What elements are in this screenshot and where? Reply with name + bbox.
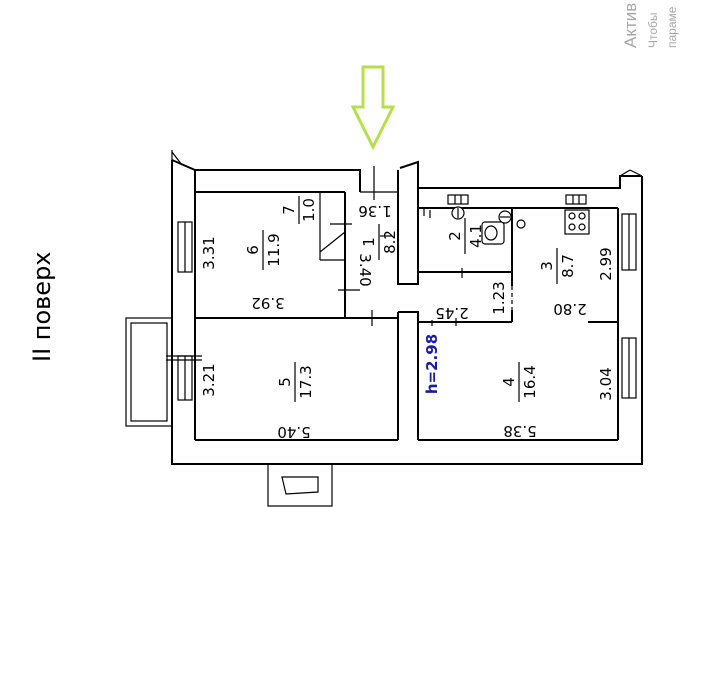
sink-icon	[498, 210, 512, 224]
outside-unit	[267, 463, 333, 507]
room-number: 6	[244, 245, 262, 255]
room-labels: 1 8.2 2 4.1 3 8.7 4 16.4 5 17.3 6 11.9	[244, 196, 577, 402]
dimension-label: 3.40	[356, 253, 374, 286]
toilet-icon	[481, 221, 505, 245]
door-marks	[330, 166, 463, 326]
room-area: 8.2	[381, 230, 399, 254]
radiator-icon	[565, 194, 587, 205]
dimension-label: 3.92	[251, 294, 284, 312]
dimension-label: 2.80	[553, 300, 586, 318]
room-1: 1 8.2	[360, 224, 399, 260]
room-7: 7 1.0	[280, 196, 318, 224]
dimension-labels: 1.36 3.31 3.92 3.40 3.21 5.40 2.45 1.23 …	[200, 202, 615, 441]
room-2: 2 4.1	[446, 218, 485, 254]
room-number: 2	[446, 231, 464, 241]
dimension-label: 2.45	[435, 304, 468, 322]
pipe-icon	[516, 219, 526, 229]
room-number: 5	[276, 377, 294, 387]
outer-walls	[171, 150, 643, 465]
dimension-label: 5.40	[277, 423, 310, 441]
dimension-label: 3.31	[200, 236, 218, 269]
dimension-label: 1.23	[490, 281, 508, 314]
ceiling-height-label: h=2.98	[423, 334, 441, 394]
radiator-icon	[447, 194, 469, 205]
dimension-label: 5.38	[503, 422, 536, 440]
room-area: 8.7	[559, 254, 577, 278]
room-area: 4.1	[467, 224, 485, 248]
watermark-line-2: Чтобы	[646, 12, 660, 48]
dimension-label: 3.04	[597, 367, 615, 400]
entry-arrow-icon	[350, 65, 396, 151]
room-6: 6 11.9	[244, 230, 283, 270]
room-area: 1.0	[300, 198, 318, 222]
balcony	[125, 317, 202, 427]
room-5: 5 17.3	[276, 362, 315, 402]
dimension-label: 3.21	[200, 363, 218, 396]
watermark-line-3: параме	[665, 6, 679, 48]
room-number: 1	[360, 237, 378, 247]
room-number: 4	[500, 377, 518, 387]
room-area: 11.9	[265, 233, 283, 266]
floor-label: II поверх	[28, 251, 56, 362]
room-number: 3	[538, 261, 556, 271]
room-4: 4 16.4	[500, 362, 539, 402]
activation-watermark: Актив Чтобы параме	[621, 3, 679, 48]
dimension-label: 2.99	[597, 247, 615, 280]
stove-icon	[564, 209, 590, 235]
room-area: 17.3	[297, 365, 315, 398]
fixtures	[429, 194, 590, 245]
dimension-label: 1.36	[358, 202, 391, 220]
sink-icon	[451, 206, 465, 220]
room-area: 16.4	[521, 365, 539, 398]
room-number: 7	[280, 205, 298, 215]
watermark-line-1: Актив	[621, 3, 640, 48]
room-3: 3 8.7	[538, 248, 577, 284]
interior-walls	[195, 170, 618, 440]
